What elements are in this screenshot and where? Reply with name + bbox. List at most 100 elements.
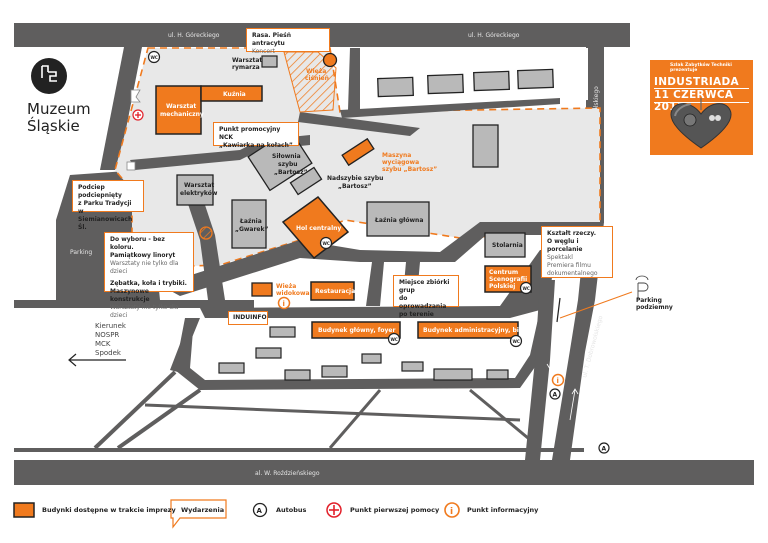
building-south-9 <box>486 369 509 380</box>
road-vert-1 <box>366 262 384 306</box>
label-maszyna-2: wyciągowa <box>382 159 419 166</box>
building-wieza-cisnien <box>283 51 337 113</box>
event-ksztalt-t1: Kształt rzeczy. <box>547 230 597 237</box>
label-stolarnia: Stolarnia <box>492 242 523 249</box>
label-wieza-widokowa-2: widokowa <box>276 290 310 297</box>
svg-text:A: A <box>602 446 607 453</box>
label-laznia-gwarek-1: Łaźnia <box>239 218 262 225</box>
svg-text:WC: WC <box>151 55 158 60</box>
legend-bus-label: Autobus <box>276 506 307 514</box>
event-ksztalt-t2: O węglu i porcelanie <box>547 238 583 253</box>
event-warsztaty-callout[interactable]: Do wyboru - bez koloru. Pamiątkowy linor… <box>104 232 194 319</box>
event-rasa-sub: Koncert <box>252 48 275 55</box>
road-mid <box>160 222 586 296</box>
road-goreckiego-east <box>330 23 630 47</box>
wc-icon: WC <box>387 332 401 346</box>
event-warsztaty-t1b: Pamiątkowy linoryt <box>110 252 176 259</box>
label-centrum-2: Scenografii <box>489 276 527 283</box>
road-mid-left <box>14 300 254 308</box>
label-hol-centralny: Hol centralny <box>296 225 341 232</box>
direction-label: Kierunek NOSPR MCK Spodek <box>95 322 126 358</box>
label-laznia-gwarek-2: „Gwarek” <box>235 226 268 233</box>
building-budynek-administracyjny <box>417 321 519 339</box>
legend-info-icon: i <box>444 502 460 518</box>
building-laznia-gwarek <box>231 199 267 249</box>
site-area-outline <box>114 47 601 269</box>
wc-icon: WC <box>319 236 333 250</box>
road-diag-3 <box>328 389 382 449</box>
poster-title: INDUSTRIADA <box>654 76 739 88</box>
event-ksztalt-s2: Premiera filmu <box>547 262 591 269</box>
event-warsztaty-t2a: Zębatka, koła i trybiki. <box>110 280 187 287</box>
building-kuznia <box>200 85 263 102</box>
arrow-down-head <box>546 363 554 370</box>
event-zbiorka-callout[interactable]: Miejsce zbiórki grup do oprowadzania po … <box>393 275 459 318</box>
road-diag-1 <box>93 370 177 450</box>
label-wieza-widokowa-1: Wieża <box>276 283 296 290</box>
event-warsztaty-s2: Warsztaty nie tylko dla dzieci <box>110 304 179 319</box>
legend-first-aid-icon <box>326 502 342 518</box>
event-podciep-line1: Podciep podciepnięty <box>78 184 122 199</box>
event-zbiorka-line1: Miejsce zbiórki grup <box>399 279 450 294</box>
parking-label: Parking <box>70 249 92 256</box>
legend-info-label: Punkt informacyjny <box>467 506 539 514</box>
building-warsztat-rymarza <box>261 55 278 68</box>
label-warsztat-elektrykow-2: elektryków <box>180 190 218 197</box>
event-podciep-line2: z Parku Tradycji <box>78 200 132 207</box>
induinfo-callout[interactable]: INDUINFO <box>228 311 268 325</box>
road-left-diagonal <box>100 47 142 170</box>
event-rasa-title: Rasa. Pieśń antracytu <box>252 32 292 47</box>
label-parking-podziemny-1: Parking <box>636 297 662 304</box>
road-internal-ne <box>340 98 560 118</box>
building-ne-1 <box>377 76 414 98</box>
svg-text:i: i <box>557 377 559 385</box>
svg-text:WC: WC <box>323 241 330 246</box>
event-nck-callout[interactable]: Punkt promocyjny NCK „Kawiarka na kołach… <box>213 122 299 149</box>
first-aid-icon <box>132 109 144 121</box>
gate-icon <box>130 89 141 103</box>
event-warsztaty-t2b: Maszynowe konstrukcje <box>110 288 150 303</box>
event-ksztalt-s3: dokumentalnego <box>547 270 598 277</box>
museum-name-line1: Muzeum <box>27 100 91 118</box>
warsztaty-location-icon <box>199 226 213 240</box>
building-south-5 <box>321 365 348 378</box>
label-restauracja: Restauracja <box>315 288 355 295</box>
label-budynek-administracyjny: Budynek administracyjny, bistro <box>423 327 532 334</box>
event-warsztaty-s1: Warsztaty nie tylko dla dzieci <box>110 260 179 275</box>
road-rozdzienskiego <box>14 460 754 485</box>
wieza-cisnien-tank <box>322 52 338 68</box>
building-ne-2 <box>427 73 464 95</box>
event-ksztalt-callout[interactable]: Kształt rzeczy. O węglu i porcelanie Spe… <box>541 226 613 278</box>
event-zbiorka-line2: do oprowadzania <box>399 295 447 310</box>
label-wieza-cisnien-2: ciśnień <box>305 75 329 82</box>
building-stolarnia <box>484 232 526 258</box>
event-podciep-callout[interactable]: Podciep podciepnięty z Parku Tradycji w … <box>72 180 144 231</box>
road-dobrowolskiego-lane <box>525 280 555 460</box>
svg-text:WC: WC <box>523 286 530 291</box>
legend-bus-icon: A <box>252 502 268 518</box>
label-warsztat-elektrykow-1: Warsztat <box>184 182 214 189</box>
event-rasa-callout[interactable]: Rasa. Pieśń antracytu Koncert <box>246 28 330 55</box>
building-wieza-widokowa <box>251 282 273 297</box>
building-south-6 <box>361 353 382 364</box>
direction-line: NOSPR <box>95 331 120 339</box>
poster-heart-illustration <box>670 98 732 149</box>
building-south-2 <box>255 347 282 359</box>
svg-text:i: i <box>450 507 453 517</box>
building-central-tall <box>472 124 499 168</box>
building-warsztat-elektrykow <box>176 174 214 206</box>
road-south-2 <box>14 448 584 452</box>
building-warsztat-mechaniczny <box>155 85 202 135</box>
label-warsztat-mechaniczny-2: mechaniczny <box>160 111 204 118</box>
info-icon: i <box>551 373 565 387</box>
building-south-7 <box>401 361 424 372</box>
event-warsztaty-t1a: Do wyboru - bez koloru. <box>110 236 165 251</box>
street-label-top-2: ul. H. Góreckiego <box>468 32 520 39</box>
label-budynek-glowny: Budynek główny, foyer <box>318 327 395 334</box>
building-south-3 <box>218 362 245 374</box>
direction-arrow-head <box>68 353 77 367</box>
label-nadszybie-1: Nadszybie szybu <box>327 175 383 182</box>
svg-text:A: A <box>257 507 263 515</box>
induinfo-label: INDUINFO <box>233 314 267 321</box>
building-south-4 <box>284 369 311 381</box>
